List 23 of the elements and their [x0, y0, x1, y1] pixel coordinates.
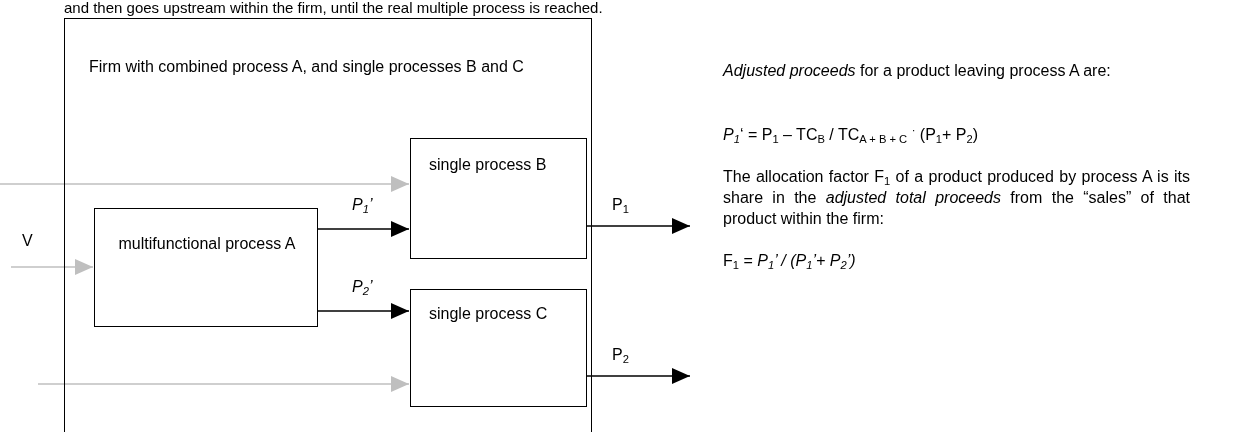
- edge-label: P$_{2}$’: [352, 278, 373, 296]
- edge-label: P$_{1}$’: [352, 196, 373, 214]
- process-box: [94, 208, 318, 327]
- process-box: [410, 138, 587, 259]
- description-text: The allocation factor F$_{1}$ of a product produced by process A is its share in the adjusted total proceeds from the “sales” of that product within the firm:: [723, 167, 1190, 229]
- edge-label: P$_{2}$: [612, 346, 629, 364]
- box-heading: Firm with combined process A, and single processes B and C: [89, 57, 525, 77]
- arrow: [585, 218, 691, 234]
- process-box: [410, 289, 587, 407]
- arrow: [316, 303, 410, 319]
- process-label: multifunctional process A: [117, 234, 297, 254]
- intro-text: and then goes upstream within the firm, until the real multiple process is reached.: [64, 0, 604, 16]
- arrow: [10, 259, 94, 275]
- formula-text: P$_{1}$‘ = P$_{1}$ – TC$_{B}$ / TC$_{A + B + C}$ $^{·}$ (P$_{1}$+ P$_{2}$): [723, 124, 980, 145]
- arrow: [37, 376, 410, 392]
- formula-text: F$_{1}$ = P$_{1}$’ / (P$_{1}$’+ P$_{2}$’): [723, 251, 857, 271]
- arrow: [0, 176, 410, 192]
- process-label: single process B: [429, 155, 548, 175]
- arrow: [585, 368, 691, 384]
- process-label: single process C: [429, 304, 549, 324]
- edge-label: P$_{1}$: [612, 196, 629, 214]
- arrow: [316, 221, 410, 237]
- description-text: Adjusted proceeds for a product leaving process A are:: [723, 61, 1112, 81]
